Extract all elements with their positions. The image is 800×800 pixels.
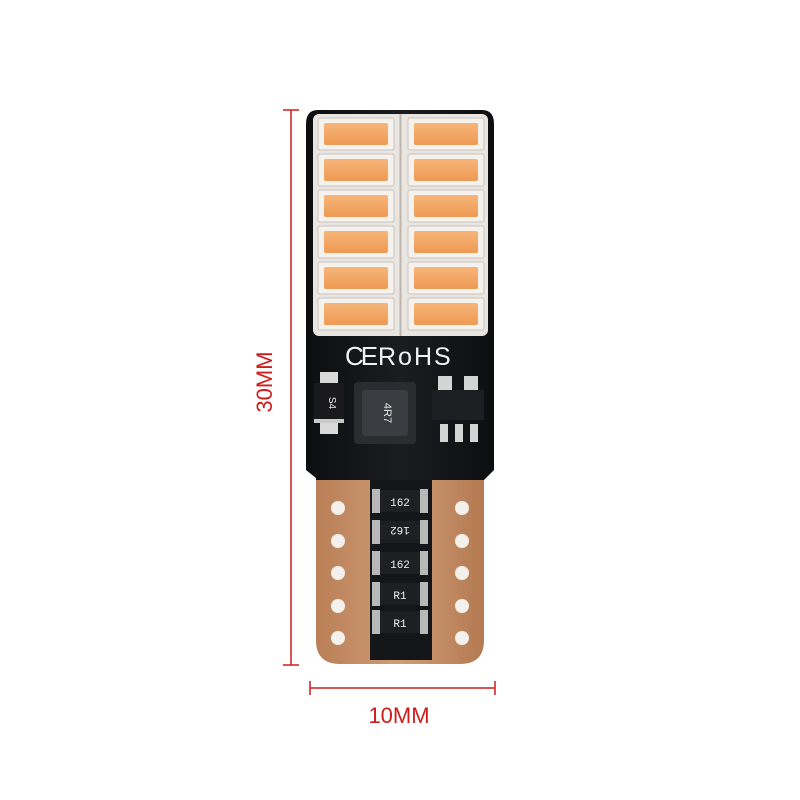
resistor-body (380, 611, 420, 633)
resistor-code: R1 (393, 591, 407, 603)
resistor-pad (420, 551, 428, 575)
resistor-body (380, 552, 420, 574)
rohs-marking: CE RoHS (345, 341, 453, 371)
resistor-code: 162 (390, 498, 410, 510)
inductor-code: 4R7 (381, 403, 393, 423)
rohs-label: RoHS (378, 343, 453, 371)
width-label: 10MM (368, 703, 429, 728)
resistor-code: R1 (393, 619, 407, 631)
led-chip (324, 231, 388, 253)
resistor-code: 162 (390, 560, 410, 572)
led-chip (324, 195, 388, 217)
led-chip (324, 159, 388, 181)
ic-component (432, 376, 484, 442)
led-chip (414, 231, 478, 253)
height-label: 30MM (252, 351, 277, 412)
resistor-code: 162 (390, 523, 410, 535)
diode-code: S4 (326, 397, 337, 410)
diode-component: S4 (314, 372, 344, 434)
resistor-pad (372, 489, 380, 513)
resistor-pad (372, 551, 380, 575)
resistor-pad (420, 610, 428, 634)
led-chip (324, 123, 388, 145)
resistor-pad (372, 610, 380, 634)
resistor-body (380, 521, 420, 543)
led-array (317, 117, 485, 331)
width-dimension: 10MM (309, 681, 496, 728)
contact-holes-left (331, 501, 345, 645)
led-chip (414, 123, 478, 145)
contact-holes-right (455, 501, 469, 645)
height-dimension: 30MM (252, 109, 299, 666)
inductor-component: 4R7 (354, 382, 416, 444)
resistor-pad (420, 489, 428, 513)
led-chip (414, 267, 478, 289)
resistor-pad (420, 582, 428, 606)
resistor-pad (372, 582, 380, 606)
led-chip (324, 267, 388, 289)
resistor-body (380, 490, 420, 512)
led-chip (414, 195, 478, 217)
resistor-pad (420, 520, 428, 544)
led-chip (414, 159, 478, 181)
ce-mark: CE (345, 341, 378, 371)
resistor-body (380, 583, 420, 605)
resistor-pad (372, 520, 380, 544)
led-chip (414, 303, 478, 325)
led-chip (324, 303, 388, 325)
